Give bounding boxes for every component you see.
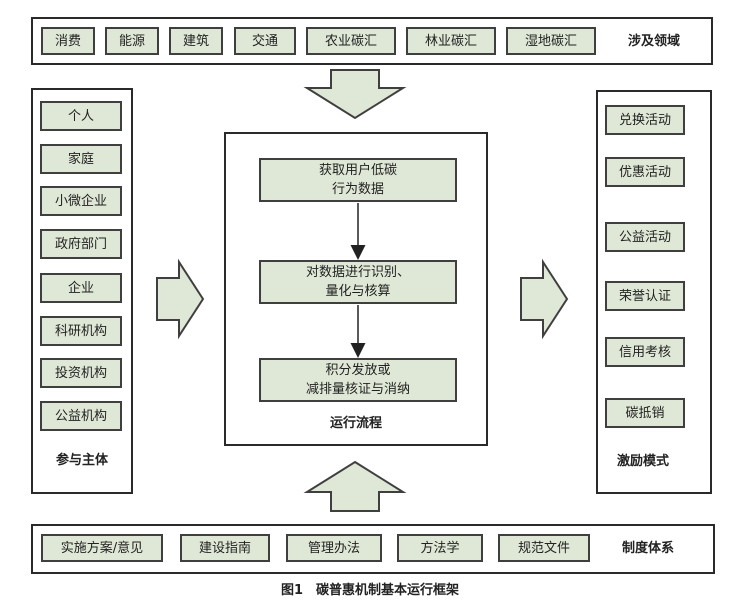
incentive-item: 信用考核 bbox=[605, 337, 685, 367]
domain-item: 林业碳汇 bbox=[406, 27, 496, 55]
institution-item: 管理办法 bbox=[286, 534, 382, 562]
domain-item: 能源 bbox=[105, 27, 159, 55]
participant-item: 科研机构 bbox=[40, 316, 122, 346]
participant-item: 企业 bbox=[40, 273, 122, 303]
institution-item: 建设指南 bbox=[180, 534, 270, 562]
participants-label: 参与主体 bbox=[55, 452, 108, 468]
domain-item: 建筑 bbox=[169, 27, 223, 55]
incentive-item: 碳抵销 bbox=[605, 398, 685, 428]
institutions-label: 制度体系 bbox=[621, 540, 674, 556]
process-step-issue: 积分发放或 减排量核证与消纳 bbox=[259, 358, 457, 402]
figure-caption: 图1 碳普惠机制基本运行框架 bbox=[280, 582, 460, 598]
domain-item: 湿地碳汇 bbox=[506, 27, 596, 55]
domain-item: 消费 bbox=[41, 27, 95, 55]
right-right-block-arrow bbox=[520, 258, 569, 340]
participant-item: 家庭 bbox=[40, 144, 122, 174]
participant-item: 小微企业 bbox=[40, 186, 122, 216]
domain-item: 农业碳汇 bbox=[306, 27, 396, 55]
incentive-item: 公益活动 bbox=[605, 222, 685, 252]
participant-item: 公益机构 bbox=[40, 401, 122, 431]
process-step-collect: 获取用户低碳 行为数据 bbox=[259, 158, 457, 202]
left-right-block-arrow bbox=[156, 258, 205, 340]
process-label: 运行流程 bbox=[329, 415, 382, 431]
incentive-item: 优惠活动 bbox=[605, 157, 685, 187]
incentive-item: 荣誉认证 bbox=[605, 281, 685, 311]
domains-label: 涉及领域 bbox=[627, 33, 680, 49]
incentives-label: 激励模式 bbox=[616, 453, 669, 469]
participant-item: 个人 bbox=[40, 101, 122, 131]
institution-item: 方法学 bbox=[397, 534, 483, 562]
participant-item: 政府部门 bbox=[40, 229, 122, 259]
process-step-quantify: 对数据进行识别、 量化与核算 bbox=[259, 260, 457, 304]
up-block-arrow bbox=[303, 460, 407, 512]
institution-item: 实施方案/意见 bbox=[41, 534, 163, 562]
participant-item: 投资机构 bbox=[40, 358, 122, 388]
down-block-arrow bbox=[303, 69, 407, 120]
institution-item: 规范文件 bbox=[498, 534, 590, 562]
incentive-item: 兑换活动 bbox=[605, 105, 685, 135]
domain-item: 交通 bbox=[234, 27, 296, 55]
